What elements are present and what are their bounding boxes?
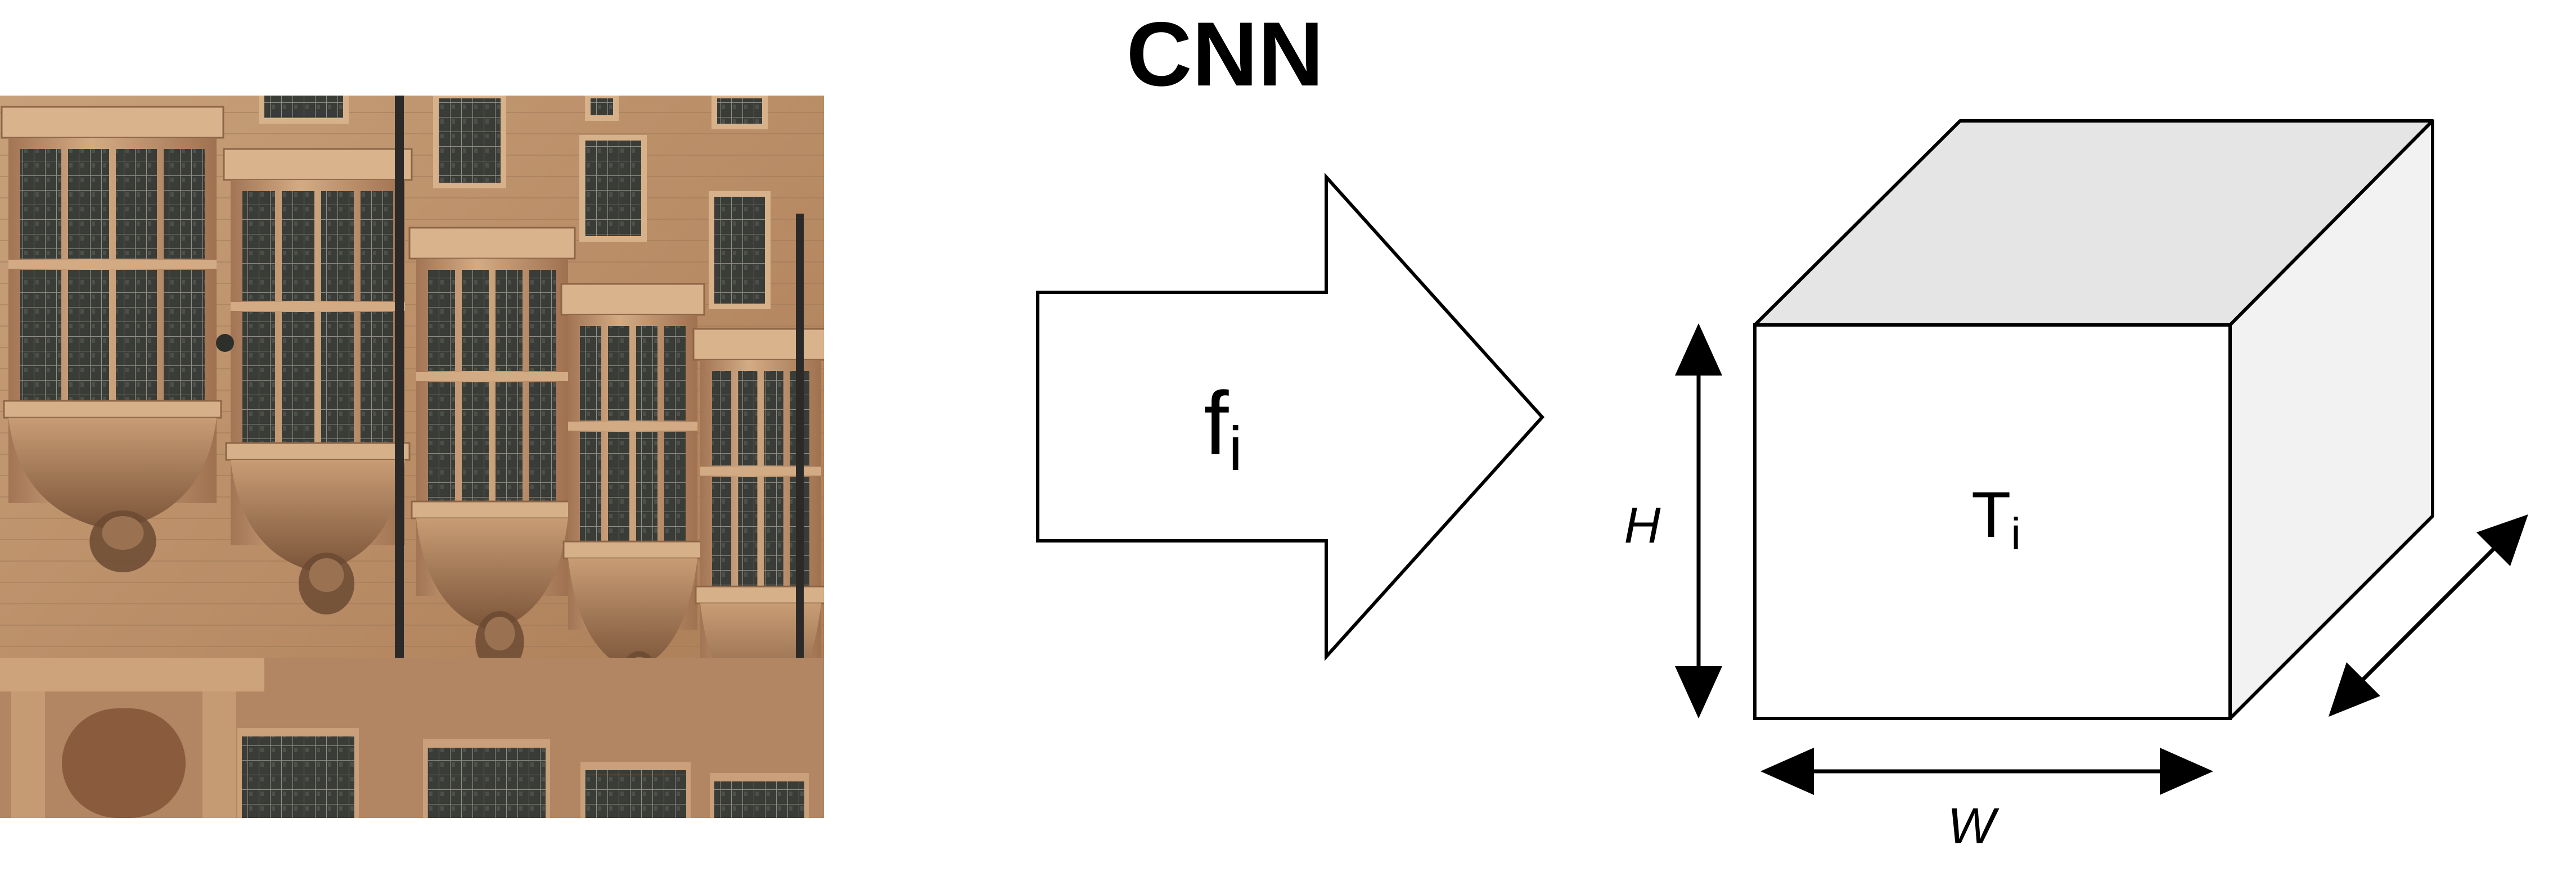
height-dimension-arrow [1675,323,1722,718]
tensor-cube [1753,119,2434,720]
tensor-label-subscript: i [2011,509,2021,559]
height-label: H [1624,498,1661,554]
block-arrow [1036,173,1545,661]
width-dimension-arrow [1760,748,2213,795]
arrow-label: fi [1204,373,1242,483]
width-label: W [1948,798,2000,855]
tensor-label-base: T [1971,479,2011,551]
title-cnn: CNN [1127,3,1324,105]
cube-front-face [1753,323,2232,720]
building-facade-photo [0,96,824,818]
tensor-label: Ti [1971,479,2021,559]
arrow-label-subscript: i [1228,414,1242,483]
arrow-label-base: f [1204,373,1229,473]
depth-dimension-arrow [2329,514,2528,717]
